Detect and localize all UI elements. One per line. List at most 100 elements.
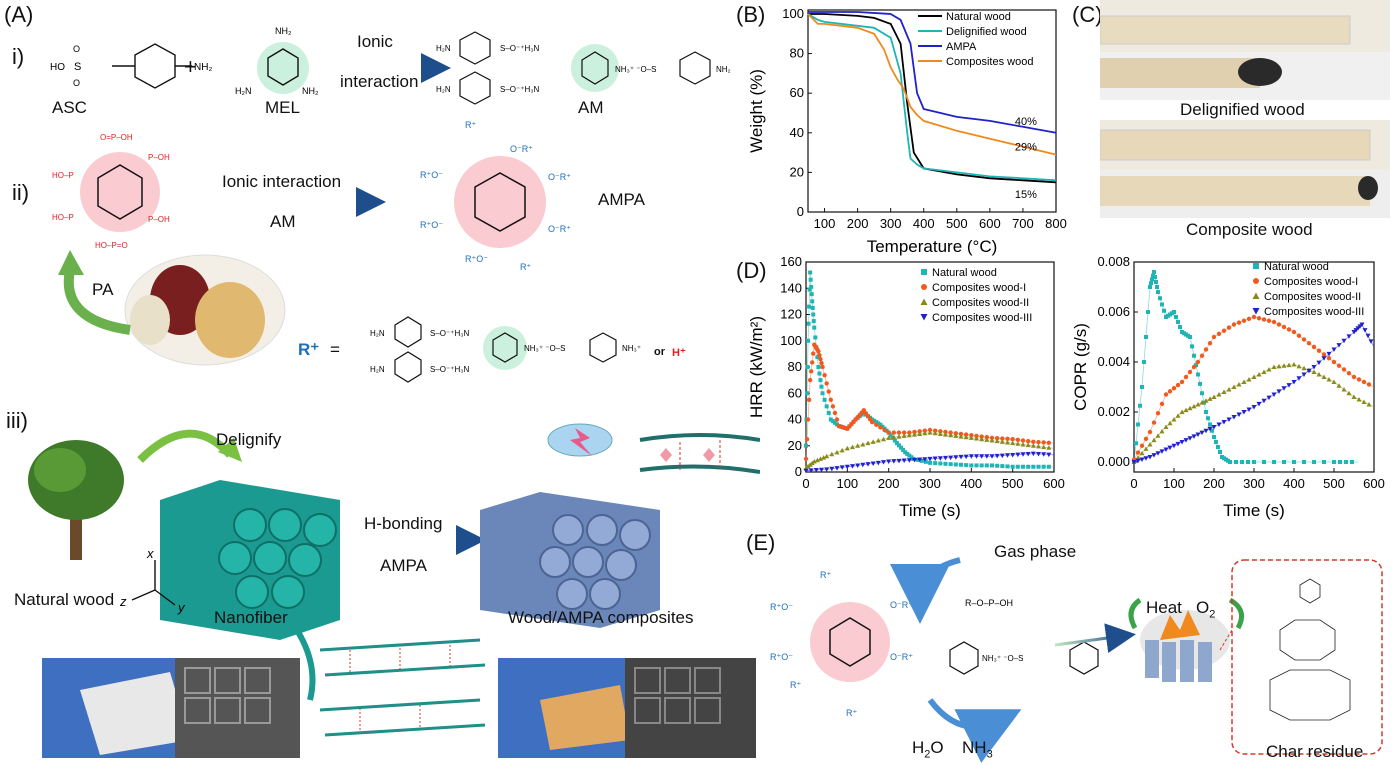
data-point: [1151, 420, 1157, 425]
data-point: [1256, 316, 1262, 321]
data-point: [1251, 314, 1257, 320]
data-point: [1151, 437, 1157, 443]
data-point: [1261, 369, 1267, 374]
svg-text:O⁻R⁺: O⁻R⁺: [890, 652, 913, 662]
data-point: [1147, 442, 1153, 447]
data-point: [1311, 369, 1317, 374]
x-tick-label: 200: [847, 216, 869, 231]
pa-label: PA: [92, 280, 114, 299]
y-tick-label: 100: [780, 333, 802, 348]
data-point: [1188, 335, 1192, 339]
data-point: [892, 438, 897, 443]
data-point: [907, 453, 912, 458]
x-tick-label: 400: [913, 216, 935, 231]
x-axis-label: Time (s): [899, 501, 961, 520]
svg-text:H₂N: H₂N: [370, 329, 385, 338]
data-point: [999, 453, 1005, 459]
svg-text:R⁺: R⁺: [846, 708, 857, 718]
svg-text:R⁺O⁻: R⁺O⁻: [420, 220, 443, 230]
data-point: [1341, 367, 1347, 372]
data-point: [1187, 369, 1193, 375]
data-point: [822, 373, 827, 378]
x-tick-label: 200: [1203, 476, 1225, 491]
data-point: [1143, 446, 1149, 451]
data-point: [1163, 447, 1169, 452]
data-point: [1346, 390, 1352, 396]
data-point: [1326, 351, 1332, 357]
svg-text:HO–P: HO–P: [52, 213, 74, 222]
data-point: [948, 462, 953, 467]
data-point: [1010, 452, 1016, 458]
x-tick-label: 700: [1012, 216, 1034, 231]
data-point: [1365, 333, 1371, 339]
data-point: [1036, 451, 1041, 457]
data-point: [820, 364, 825, 370]
y-axis-label: HRR (kW/m²): [748, 316, 766, 418]
data-point: [1246, 377, 1252, 382]
data-point: [824, 381, 829, 386]
svg-text:R⁺: R⁺: [790, 680, 801, 690]
data-point: [1146, 310, 1150, 314]
svg-text:HO–P: HO–P: [52, 171, 74, 180]
data-point: [1271, 364, 1277, 369]
data-point: [1140, 385, 1144, 389]
data-point: [1156, 290, 1160, 294]
data-point: [1171, 386, 1177, 391]
data-point: [979, 434, 984, 439]
data-point: [1005, 436, 1010, 442]
data-point: [1341, 338, 1347, 344]
data-point: [839, 447, 845, 453]
data-point: [1286, 362, 1292, 368]
delignify-label: Delignify: [216, 430, 282, 449]
data-point: [828, 417, 833, 422]
svg-text:NH₃⁺: NH₃⁺: [622, 344, 641, 353]
data-point: [937, 431, 943, 436]
data-point: [984, 437, 990, 442]
data-point: [882, 427, 887, 433]
data-point: [1271, 392, 1277, 397]
data-point: [1000, 464, 1005, 469]
data-point: [963, 432, 969, 437]
data-point: [1041, 452, 1047, 457]
data-point: [1276, 363, 1282, 369]
data-point: [1362, 328, 1368, 333]
axes-indicator: [131, 560, 176, 606]
svg-text:R⁺: R⁺: [820, 570, 831, 580]
data-point: [1332, 460, 1336, 464]
tga-annotation: 15%: [1015, 189, 1037, 201]
data-point: [808, 270, 813, 275]
series-line: [807, 13, 1057, 182]
data-point: [1351, 394, 1357, 399]
data-point: [1151, 453, 1157, 458]
tree-trunk: [70, 510, 82, 560]
data-point: [1356, 397, 1362, 402]
data-point: [811, 459, 817, 464]
data-point: [1296, 376, 1302, 381]
data-point: [807, 377, 813, 383]
data-point: [1196, 372, 1200, 377]
data-point: [917, 457, 923, 463]
tga-annotation: 40%: [1015, 116, 1037, 128]
data-point: [875, 438, 881, 443]
legend-swatch: [1253, 263, 1259, 269]
data-point: [844, 445, 850, 451]
data-point: [1163, 392, 1169, 397]
data-point: [1228, 460, 1232, 464]
x-tick-label: 600: [979, 216, 1001, 231]
data-point: [1171, 443, 1177, 449]
data-point: [1200, 391, 1204, 396]
row-i-scheme: HO S O O NH₂ NH₂ H₂N NH₂ H₂N H₂N S–O⁻⁺H₃…: [50, 26, 731, 105]
composite-label: Wood/AMPA composites: [508, 608, 694, 627]
row-iii-arrow-bottom: AMPA: [380, 556, 427, 575]
data-point: [1346, 371, 1352, 376]
gas-phase-label: Gas phase: [994, 542, 1077, 561]
data-point: [1010, 464, 1015, 469]
data-point: [1030, 443, 1036, 448]
data-point: [968, 435, 974, 440]
data-point: [1218, 450, 1222, 454]
data-point: [829, 466, 835, 472]
data-point: [817, 371, 822, 376]
data-point: [1356, 377, 1362, 382]
data-point: [1203, 398, 1209, 403]
